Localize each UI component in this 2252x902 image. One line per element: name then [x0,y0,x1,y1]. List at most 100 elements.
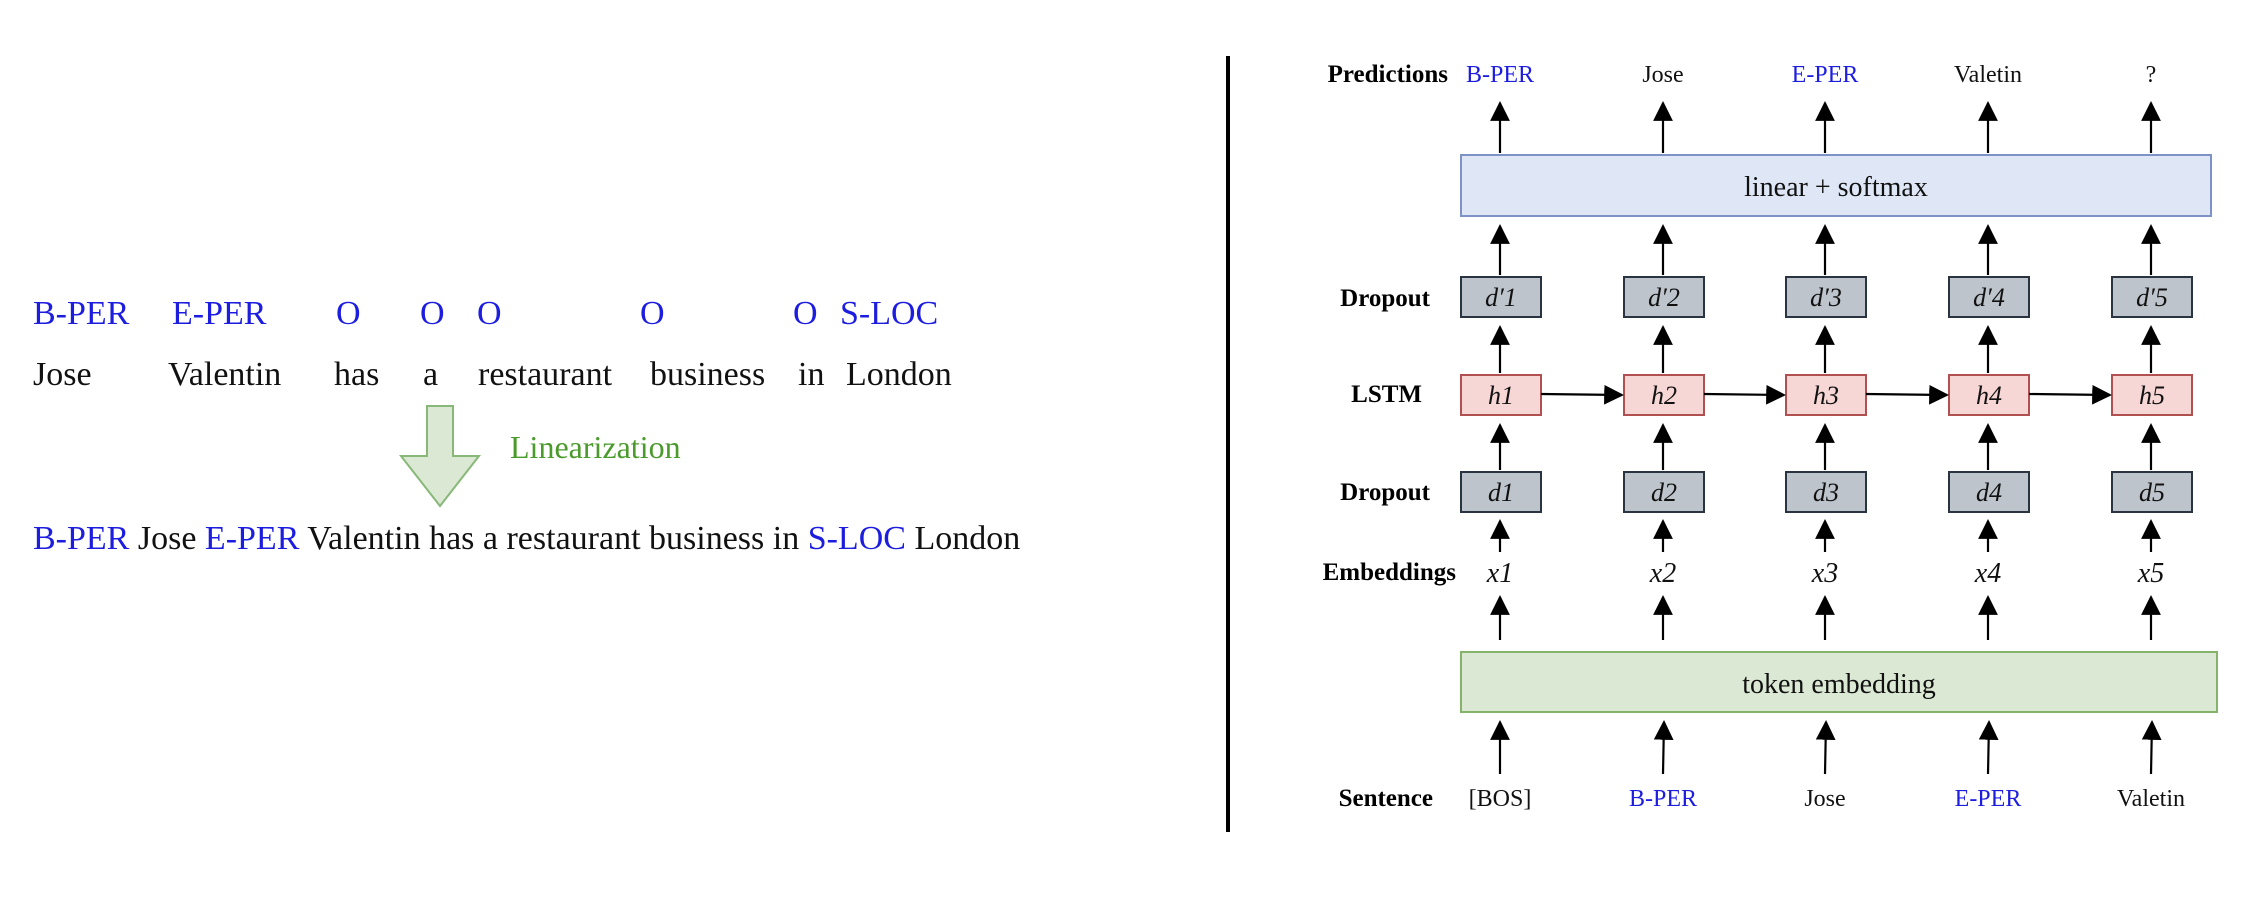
prediction-token: Valetin [1954,62,2022,88]
tag-row: B-PER E-PER O O O O O S-LOC [33,295,938,332]
arrow-icon [1978,720,1999,775]
lstm-node-label: h2 [1651,381,1677,410]
dropout-node-label: d3 [1813,478,1839,507]
dropout-node [1785,471,1867,513]
embedding-symbol: x3 [1811,558,1838,589]
arrow-icon [1540,384,1624,405]
arrow-icon [1653,720,1674,775]
lstm-node [1785,374,1867,416]
linearized-tag: S-LOC [808,520,906,557]
sentence-token: B-PER [1629,786,1697,812]
dropout-node [2111,276,2193,318]
arrows-sentence-to-embedding [1490,720,2162,775]
embedding-symbol: x2 [1649,558,1676,589]
linearized-word: Jose [138,520,197,557]
embedding-symbol: x1 [1486,558,1513,589]
token-tag: O [640,295,665,332]
linear-softmax-label: linear + softmax [1744,172,1928,203]
token-word: business [650,356,765,393]
dropout-node [1460,276,1542,318]
dropout-node [1623,471,1705,513]
dropout-node [1948,471,2030,513]
token-tag: B-PER [33,295,130,332]
lstm-node [1623,374,1705,416]
dropout-node-label: d′3 [1810,283,1842,312]
arrow-icon [1703,384,1786,405]
row-labels: Predictions Dropout LSTM Dropout Embeddi… [1323,61,1457,812]
dropout-node-label: d′1 [1485,283,1517,312]
prediction-token: Jose [1642,62,1683,88]
token-tag: S-LOC [840,295,938,332]
row-label-sentence: Sentence [1339,785,1433,812]
prediction-token: ? [2146,62,2157,88]
arrows-to-linear [1490,224,2161,275]
dropout-node-label: d′5 [2136,283,2168,312]
token-tag: O [477,295,502,332]
arrow-icon [2141,720,2162,775]
row-label-lstm: LSTM [1351,381,1422,408]
prediction-token: B-PER [1466,62,1534,88]
token-embedding-label: token embedding [1742,669,1936,700]
embedding-symbol: x5 [2137,558,2164,589]
token-word: has [334,356,379,393]
sentence-row: [BOS] B-PER Jose E-PER Valetin [1469,786,2185,812]
token-word: Jose [33,356,92,393]
lstm-node-label: h3 [1813,381,1839,410]
dropout-top-nodes [1460,276,2193,318]
dropout-node [1785,276,1867,318]
linearized-tag: E-PER [205,520,300,557]
row-label-dropout: Dropout [1340,479,1431,506]
token-word: restaurant [478,356,613,393]
arrows-lstm-to-dropout [1490,325,2161,373]
sentence-token: E-PER [1955,786,2022,812]
row-label-predictions: Predictions [1328,61,1449,88]
row-label-embeddings: Embeddings [1323,559,1457,586]
left-panel: B-PER E-PER O O O O O S-LOC Jose Valenti… [33,295,1020,557]
token-word: Valentin [168,356,281,393]
token-embedding-box [1460,651,2218,713]
dropout-node-label: d5 [2139,478,2165,507]
dropout-node-label: d4 [1976,478,2002,507]
dropout-node [2111,471,2193,513]
word-row: Jose Valentin has a restaurant business … [33,356,952,393]
lstm-nodes [1460,374,2193,416]
linear-softmax-box [1460,154,2212,217]
token-tag: O [336,295,361,332]
arrow-icon [1815,720,1836,775]
lstm-node [1948,374,2030,416]
arrow-icon [2028,384,2112,405]
token-tag: O [793,295,818,332]
embeddings-row: x1 x2 x3 x4 x5 [1486,558,2164,589]
dropout-node [1623,276,1705,318]
arrows-to-predictions [1490,101,2161,153]
recurrent-arrows [1540,384,2112,405]
dropout-node-label: d1 [1488,478,1514,507]
row-label-dropout: Dropout [1340,285,1431,312]
token-tag: O [420,295,445,332]
token-word: London [846,356,952,393]
dropout-node [1948,276,2030,318]
right-panel: Predictions Dropout LSTM Dropout Embeddi… [1323,61,2218,812]
linearization-label: Linearization [510,429,681,465]
token-tag: E-PER [172,295,267,332]
arrow-icon [1865,384,1949,405]
arrows-dropout-to-lstm [1490,423,2161,470]
sentence-token: Valetin [2117,786,2185,812]
lstm-node-label: h5 [2139,381,2165,410]
linearized-tag: B-PER [33,520,130,557]
dropout-node-label: d′2 [1648,283,1680,312]
linearized-word: London [914,520,1020,557]
predictions-row: B-PER Jose E-PER Valetin ? [1466,62,2156,88]
lstm-node-label: h1 [1488,381,1514,410]
dropout-node-label: d2 [1651,478,1677,507]
prediction-token: E-PER [1792,62,1859,88]
lstm-node [1460,374,1542,416]
dropout-node-label: d′4 [1973,283,2005,312]
sentence-token: [BOS] [1469,786,1532,812]
dropout-bottom-nodes [1460,471,2193,513]
linearized-sentence: B-PER Jose E-PER Valentin has a restaura… [33,520,1020,557]
embedding-symbol: x4 [1974,558,2001,589]
dropout-node [1460,471,1542,513]
arrows-embed-to-dropout [1490,519,2161,552]
